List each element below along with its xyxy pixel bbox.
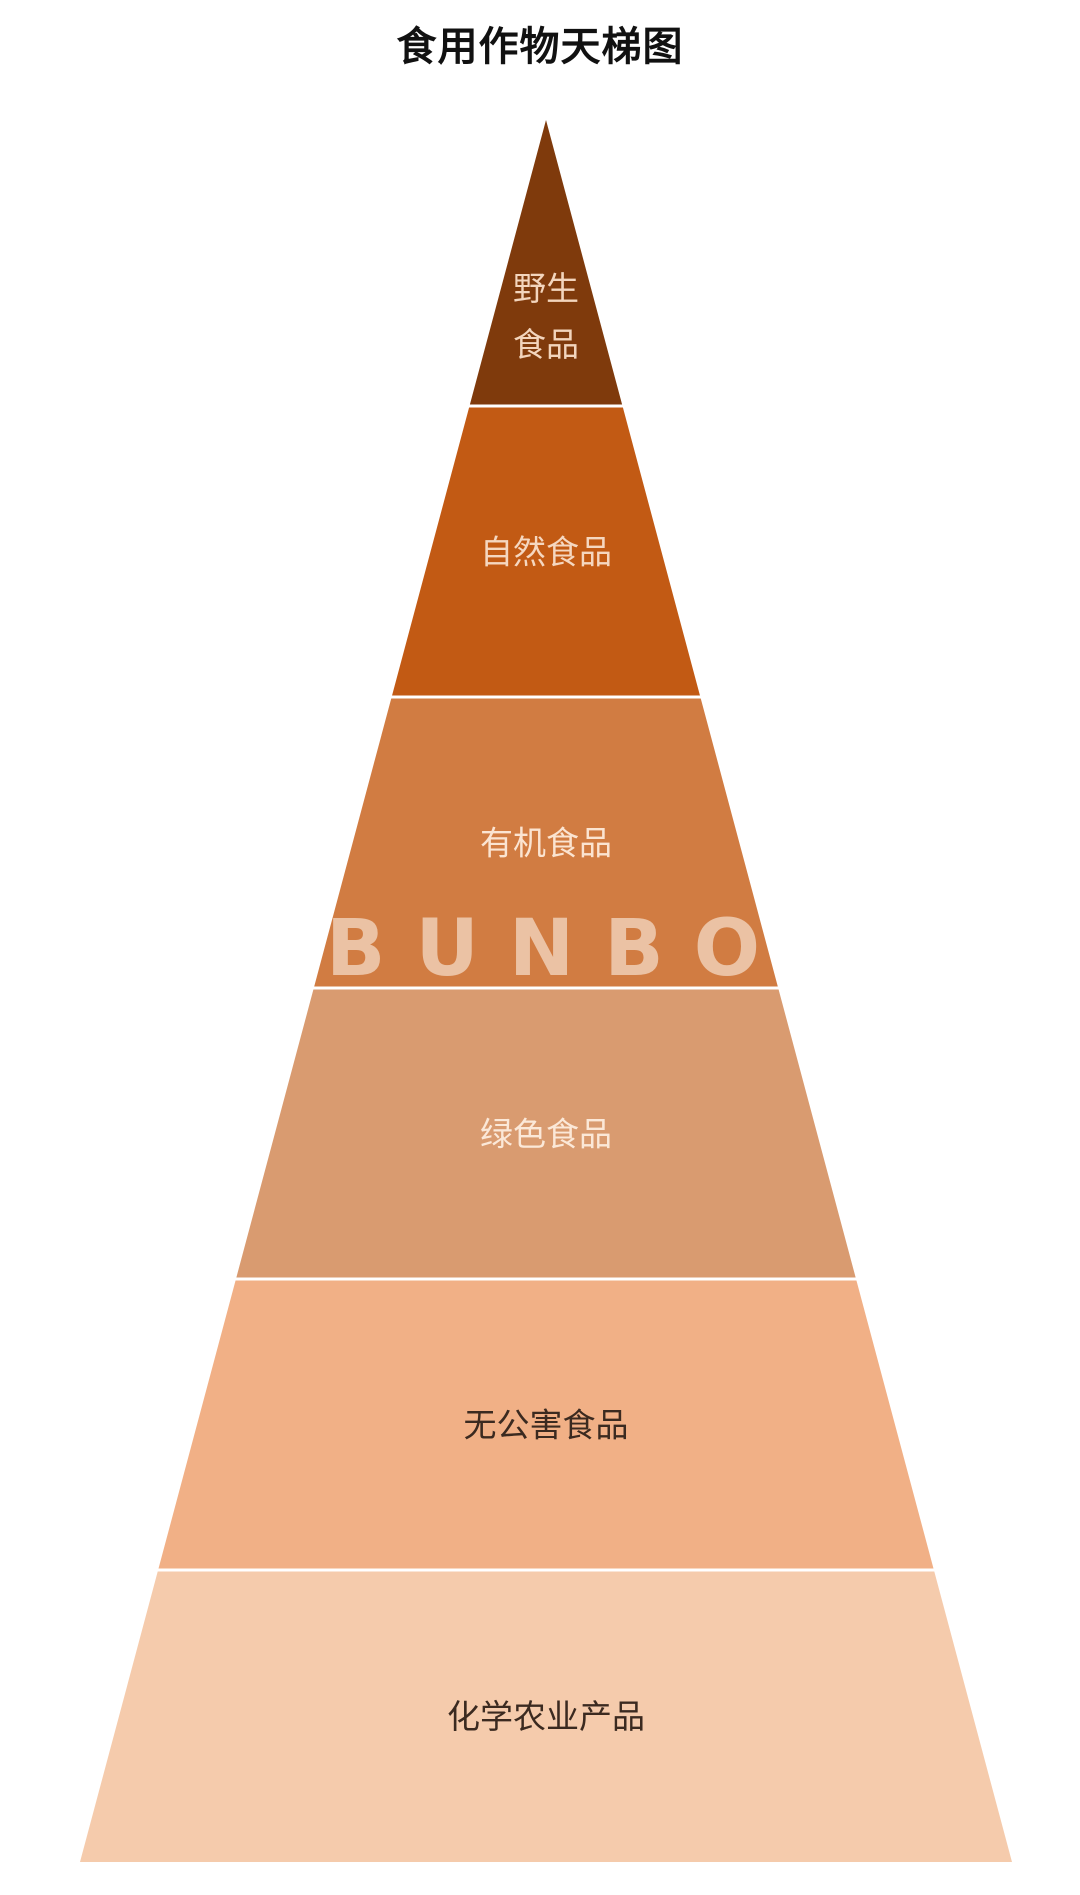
- tier-label-line: 有机食品: [480, 824, 612, 863]
- tier-label-line: 化学农业产品: [447, 1697, 645, 1736]
- tier-label-3: 有机食品: [480, 824, 612, 863]
- tier-label-line: 绿色食品: [480, 1115, 612, 1154]
- pyramid-tier-5: [158, 1279, 934, 1570]
- tier-label-4: 绿色食品: [480, 1115, 612, 1154]
- pyramid-tier-2: [391, 406, 701, 697]
- tier-label-1: 野生食品: [513, 269, 579, 364]
- tier-label-line: 食品: [513, 325, 579, 364]
- tier-label-line: 自然食品: [480, 533, 612, 572]
- tier-label-line: 野生: [513, 269, 579, 308]
- pyramid-tier-1: [469, 120, 623, 406]
- pyramid-tier-3: [313, 697, 779, 988]
- diagram-title: 食用作物天梯图: [396, 24, 684, 70]
- tier-label-line: 无公害食品: [464, 1406, 629, 1445]
- pyramid-tier-4: [235, 988, 857, 1279]
- pyramid-tier-6: [80, 1570, 1012, 1862]
- tier-label-5: 无公害食品: [464, 1406, 629, 1445]
- tier-label-6: 化学农业产品: [447, 1697, 645, 1736]
- tier-label-2: 自然食品: [480, 533, 612, 572]
